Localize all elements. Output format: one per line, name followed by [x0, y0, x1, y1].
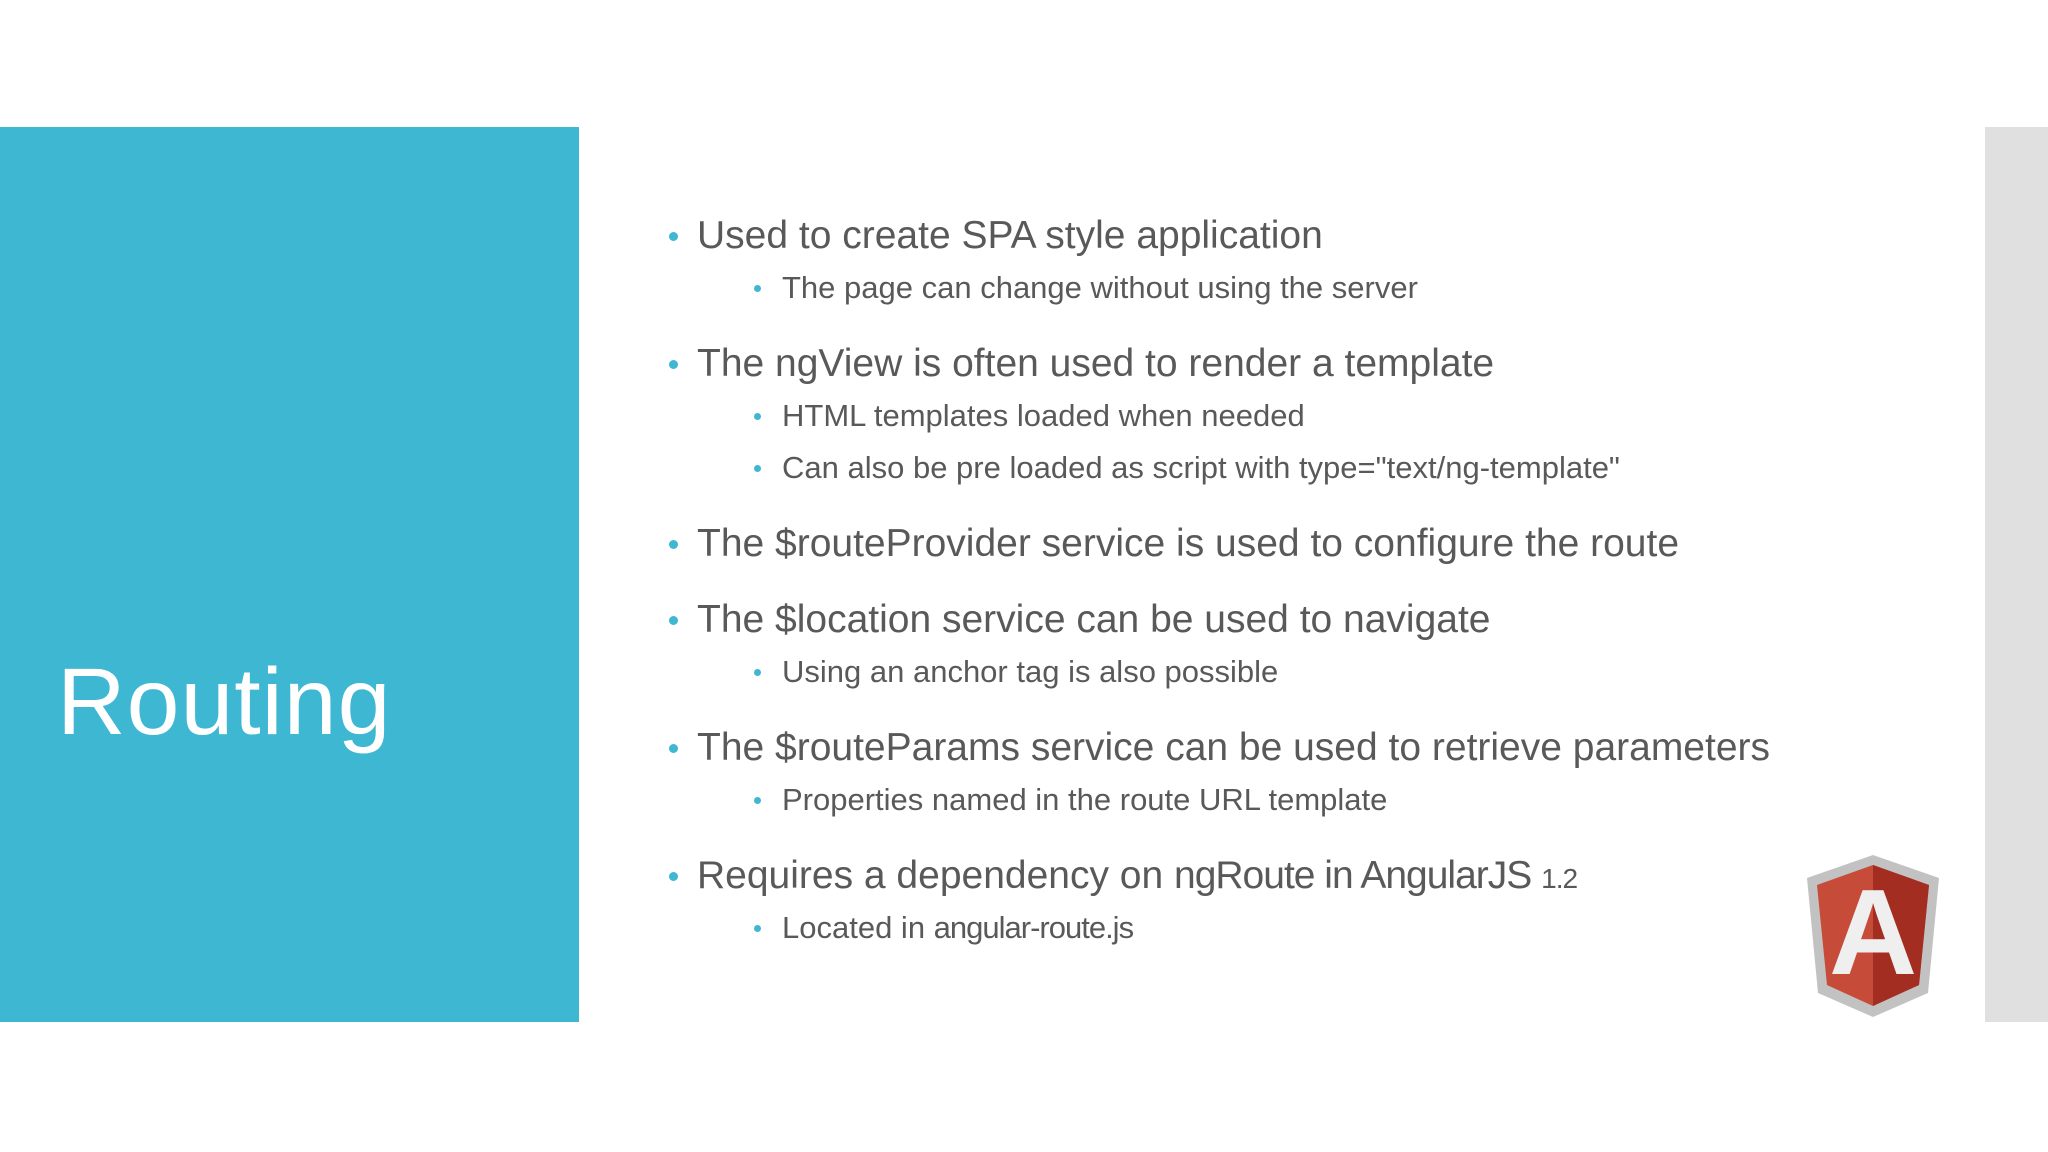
bullet-text: The page can change without using the se…: [782, 270, 1418, 305]
logo-shield-right: [1873, 865, 1929, 1006]
bullet-dot-icon: [754, 668, 761, 676]
right-accent-strip: [1985, 127, 2048, 1022]
bullet-text: The $routeParams service can be used to …: [697, 726, 1771, 769]
bullet-dot-icon: [669, 743, 678, 753]
bullet-text: Properties named in the route URL templa…: [782, 782, 1388, 817]
bullet-item: The $routeProvider service is used to co…: [665, 518, 1965, 570]
sub-bullet-item: The page can change without using the se…: [665, 262, 1965, 314]
bullet-dot-icon: [669, 871, 678, 881]
bullet-dot-icon: [669, 539, 678, 549]
bullet-text: Using an anchor tag is also possible: [782, 654, 1279, 689]
sub-bullet-item: Using an anchor tag is also possible: [665, 646, 1965, 698]
bullet-item: The $routeParams service can be used to …: [665, 722, 1965, 774]
bullet-text: The ngView is often used to render a tem…: [697, 342, 1495, 385]
bullet-item: The ngView is often used to render a tem…: [665, 338, 1965, 390]
bullet-text: Used to create SPA style application: [697, 214, 1323, 257]
bullet-item: Requires a dependency on ngRoute in Angu…: [665, 850, 1965, 902]
bullet-dot-icon: [754, 284, 761, 292]
bullet-dot-icon: [754, 464, 761, 472]
bullet-text: The $routeProvider service is used to co…: [697, 522, 1680, 565]
bullet-dot-icon: [754, 924, 761, 932]
slide-title: Routing: [57, 649, 392, 755]
bullet-dot-icon: [669, 231, 678, 241]
bullet-item: Used to create SPA style application: [665, 210, 1965, 262]
bullet-dot-icon: [669, 615, 678, 625]
bullet-dot-icon: [754, 796, 761, 804]
bullet-text: Can also be pre loaded as script with ty…: [782, 450, 1620, 485]
bullet-dot-icon: [754, 412, 761, 420]
bullet-text: The $location service can be used to nav…: [697, 598, 1491, 641]
bullet-dot-icon: [669, 359, 678, 369]
bullet-text: Located in angular-route.js: [782, 910, 1134, 945]
sub-bullet-item: Can also be pre loaded as script with ty…: [665, 442, 1965, 494]
bullet-text: HTML templates loaded when needed: [782, 398, 1305, 433]
sub-bullet-item: HTML templates loaded when needed: [665, 390, 1965, 442]
sub-bullet-item: Properties named in the route URL templa…: [665, 774, 1965, 826]
sub-bullet-item: Located in angular-route.js: [665, 902, 1965, 954]
title-panel: Routing: [0, 127, 579, 1022]
bullet-text: Requires a dependency on ngRoute in Angu…: [697, 854, 1578, 897]
bullet-item: The $location service can be used to nav…: [665, 594, 1965, 646]
angularjs-logo: A: [1807, 855, 1939, 1017]
logo-letter: A: [1829, 864, 1917, 1000]
